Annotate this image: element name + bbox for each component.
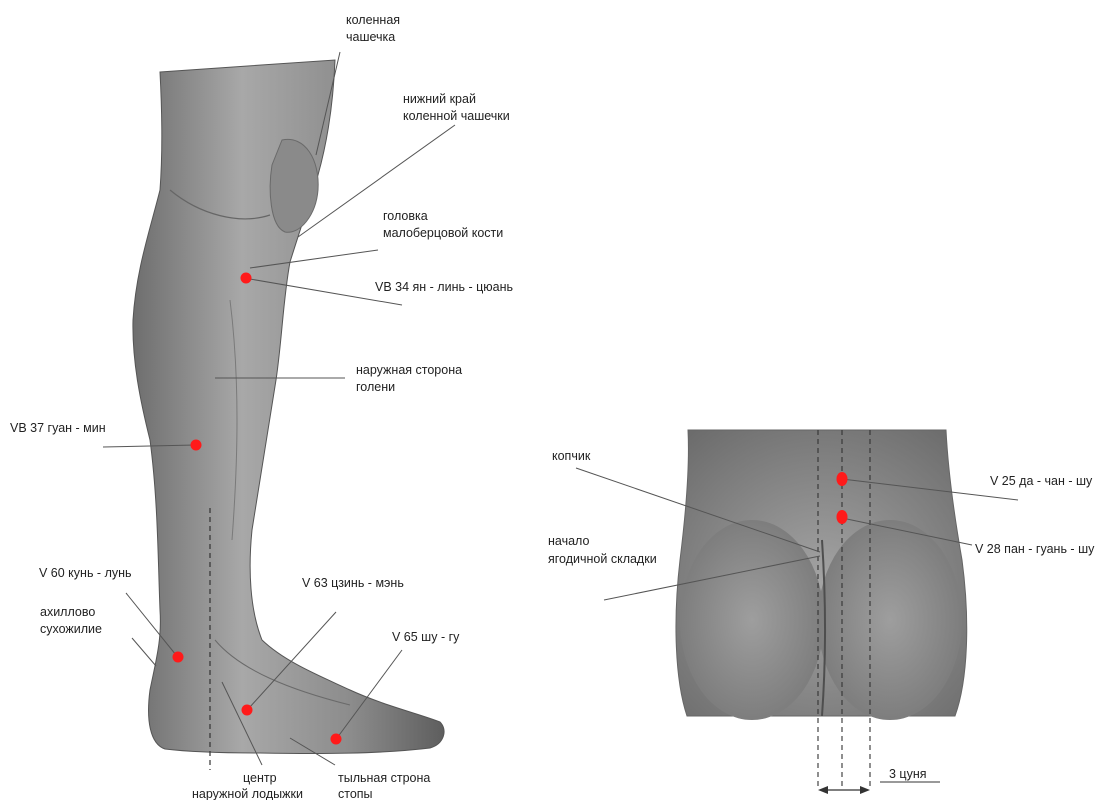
label-gluteal-fold-2: ягодичной складки [548,552,657,566]
cun-arrow-right [860,786,870,794]
label-v60: V 60 кунь - лунь [39,566,132,580]
point-vb34 [241,273,252,284]
label-v25: V 25 да - чан - шу [990,474,1093,488]
point-vb37 [191,440,202,451]
label-foot-back-1: тыльная строна [338,771,430,785]
label-achilles-1: ахиллово [40,605,95,619]
label-v28: V 28 пан - гуань - шу [975,542,1095,556]
label-knee-cap-2: чашечка [346,30,395,44]
right-cheek [818,520,962,720]
point-v25 [837,472,848,486]
label-v63: V 63 цзинь - мэнь [302,576,404,590]
point-v65 [331,734,342,745]
point-v60 [173,652,184,663]
label-ankle-center-2: наружной лодыжки [192,787,303,800]
label-v65: V 65 шу - гу [392,630,460,644]
point-v63 [242,705,253,716]
label-fibula-head-2: малоберцовой кости [383,226,503,240]
label-shin-outer-2: голени [356,380,395,394]
label-knee-lower-edge-1: нижний край [403,92,476,106]
cun-arrow-left [818,786,828,794]
label-coccyx: копчик [552,449,591,463]
label-fibula-head-1: головка [383,209,428,223]
buttocks-illustration [676,430,967,794]
point-v28 [837,510,848,524]
label-gluteal-fold-1: начало [548,534,589,548]
label-foot-back-2: стопы [338,787,373,800]
label-knee-cap-1: коленная [346,13,400,27]
label-shin-outer-1: наружная сторона [356,363,462,377]
left-cheek [680,520,824,720]
leader-achilles [132,638,156,666]
label-cun: 3 цуня [889,767,927,781]
label-vb37: VB 37 гуан - мин [10,421,106,435]
label-ankle-center-1: центр [243,771,277,785]
label-vb34: VB 34 ян - линь - цюань [375,280,513,294]
label-knee-lower-edge-2: коленной чашечки [403,109,510,123]
label-achilles-2: сухожилие [40,622,102,636]
